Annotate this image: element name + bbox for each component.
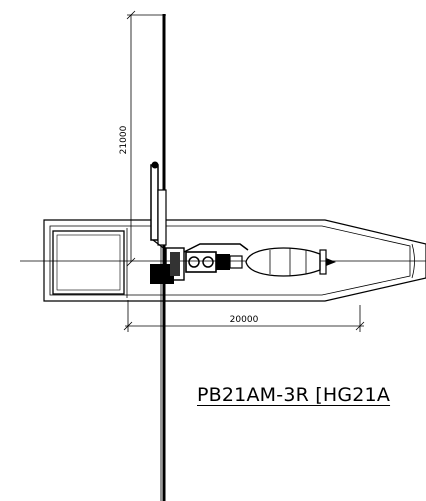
pump-detail (216, 254, 230, 270)
pump-connector (229, 255, 243, 269)
hull-outline (43, 219, 426, 302)
hopper-tip (326, 258, 336, 266)
deck-house-inner (56, 234, 121, 291)
model-label: PB21AM-3R [HG21A (197, 384, 391, 406)
boom-arm-diagonal (152, 239, 167, 251)
hopper-cap (319, 249, 327, 275)
vertical-dimension-text: 21000 (119, 125, 129, 154)
pump-wheel-1 (188, 256, 200, 268)
horizontal-dim-tick-left (123, 321, 133, 331)
boom-joint (151, 161, 159, 169)
boom-arm-segment (150, 164, 159, 241)
hopper-tank (245, 247, 321, 277)
bow-line (411, 243, 415, 279)
horizontal-dimension-text: 20000 (230, 315, 259, 325)
vertical-dim-tick-bottom (126, 257, 136, 267)
pipe-loop (183, 243, 249, 253)
hull-inner-outline (49, 225, 411, 296)
turret-base (150, 264, 174, 284)
vertical-dim-tick-top (126, 10, 136, 20)
pump-unit (185, 251, 217, 273)
deck-house (52, 230, 125, 295)
turret-support (170, 252, 180, 276)
horizontal-dim-tick-right (355, 321, 365, 331)
pump-wheel-2 (202, 256, 214, 268)
boom-arm-segment-2 (157, 189, 167, 246)
turret-plate (165, 247, 185, 281)
